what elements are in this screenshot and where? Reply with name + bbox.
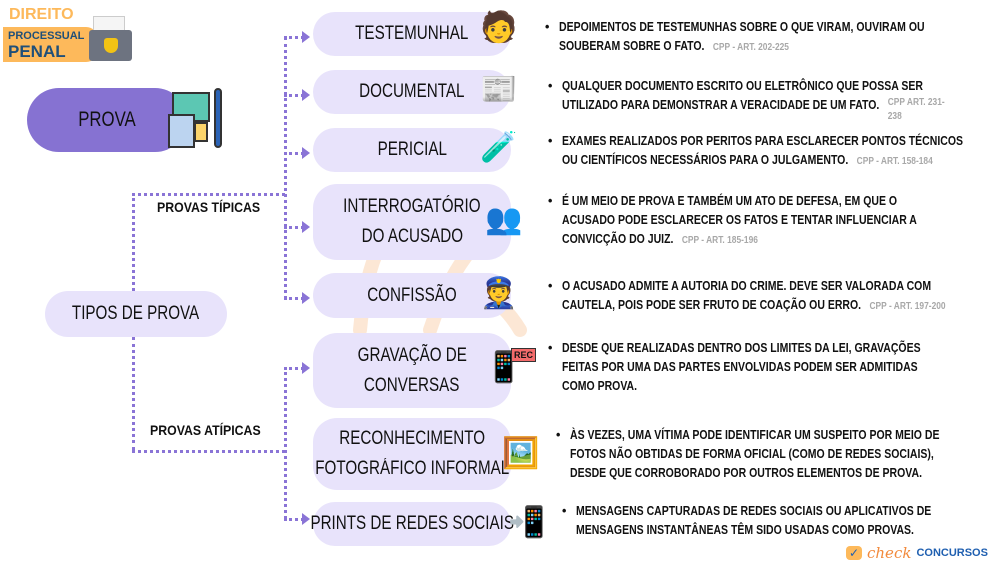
witness-icon: 🧑: [480, 11, 518, 44]
header-band: [3, 27, 98, 62]
desc-confissao: •O ACUSADO ADMITE A AUTORIA DO CRIME. DE…: [548, 279, 946, 312]
desc-interrogatorio: •É UM MEIO DE PROVA E TAMBÉM UM ATO DE D…: [548, 194, 917, 246]
arrow-icon: [302, 362, 310, 374]
header-logo: DIREITO PROCESSUAL PENAL: [0, 0, 135, 64]
photo-id-icon: 🖼️: [502, 437, 540, 470]
node-testemunhal: TESTEMUNHAL: [313, 12, 511, 56]
atypical-label: PROVAS ATÍPICAS: [150, 422, 261, 438]
connector: [284, 36, 304, 39]
brand-logo: ✓ check CONCURSOS: [846, 543, 988, 563]
node-documental: DOCUMENTAL: [313, 70, 511, 114]
desc-pericial: •EXAMES REALIZADOS POR PERITOS PARA ESCL…: [548, 134, 963, 167]
connector: [284, 37, 287, 299]
header-line1: DIREITO: [9, 6, 74, 23]
connector: [284, 367, 304, 370]
interrogation-icon: 👥: [485, 203, 523, 236]
header-line3: PENAL: [8, 42, 66, 61]
connector: [132, 450, 285, 453]
recording-phone-icon: 📱REC: [485, 348, 537, 386]
connector: [284, 152, 304, 155]
police-folder-icon: [89, 16, 132, 61]
connector: [132, 193, 135, 291]
node-pericial: PERICIAL: [313, 128, 511, 172]
connector: [284, 226, 304, 229]
root-node-prova: PROVA: [27, 88, 187, 152]
desc-documental: •QUALQUER DOCUMENTO ESCRITO OU ELETRÔNIC…: [548, 79, 945, 122]
document-icon: 📰: [480, 73, 518, 106]
connector: [284, 367, 287, 519]
desc-testemunhal: •DEPOIMENTOS DE TESTEMUNHAS SOBRE O QUE …: [545, 20, 925, 53]
check-icon: ✓: [846, 546, 862, 560]
connector: [132, 337, 135, 450]
connector: [132, 193, 285, 196]
confession-icon: 👮: [480, 277, 518, 310]
arrow-icon: [302, 513, 310, 525]
phone-hand-icon: 📲: [508, 506, 546, 539]
types-node: TIPOS DE PROVA: [45, 291, 227, 337]
desc-gravacao: •DESDE QUE REALIZADAS DENTRO DOS LIMITES…: [548, 341, 921, 393]
evidence-icon: [168, 88, 228, 152]
typical-label: PROVAS TÍPICAS: [157, 199, 261, 215]
arrow-icon: [302, 292, 310, 304]
arrow-icon: [302, 31, 310, 43]
rec-badge: REC: [511, 348, 537, 362]
arrow-icon: [302, 221, 310, 233]
connector: [284, 518, 304, 521]
evidence-bag-icon: 🧪: [480, 131, 518, 164]
node-prints: PRINTS DE REDES SOCIAIS: [310, 502, 514, 546]
desc-reconhecimento: •ÀS VEZES, UMA VÍTIMA PODE IDENTIFICAR U…: [556, 428, 940, 480]
header-line2: PROCESSUAL: [8, 30, 85, 42]
arrow-icon: [302, 89, 310, 101]
node-confissao: CONFISSÃO: [313, 273, 511, 318]
connector: [284, 94, 304, 97]
connector: [284, 297, 304, 300]
arrow-icon: [302, 147, 310, 159]
desc-prints: •MENSAGENS CAPTURADAS DE REDES SOCIAIS O…: [562, 504, 932, 537]
